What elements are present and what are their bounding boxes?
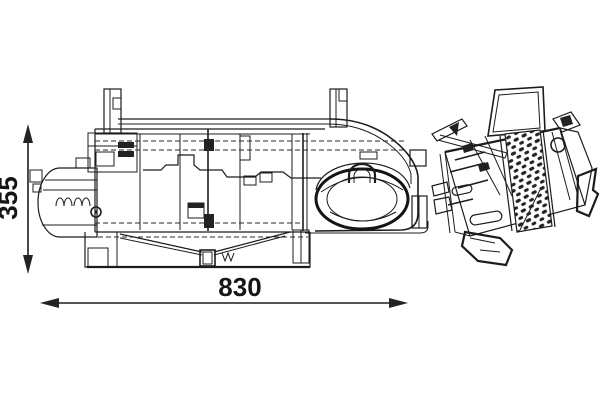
- vertical-dimension: 355: [0, 124, 33, 274]
- side-view: [29, 88, 429, 269]
- upper-right-bracket: [552, 111, 581, 133]
- isometric-view: [431, 86, 600, 267]
- height-dimension-label: 355: [0, 176, 23, 219]
- housing-body: [75, 118, 330, 233]
- arrow-down-icon: [23, 255, 33, 274]
- motor-handle: [347, 162, 377, 183]
- mounting-tab-top-left: [103, 88, 122, 134]
- width-dimension-label: 830: [218, 272, 261, 302]
- arrow-up-icon: [23, 124, 33, 143]
- left-tabs: [431, 181, 453, 215]
- horizontal-dimension: 830: [40, 272, 408, 308]
- arrow-right-icon: [389, 298, 408, 308]
- iso-detail-lines: [447, 135, 566, 231]
- part-mark: [221, 251, 235, 263]
- bottom-tray: [84, 231, 311, 269]
- heat-exchanger-core: [499, 129, 556, 233]
- pivot-hole: [550, 137, 566, 153]
- left-end-tank: [29, 167, 102, 238]
- drain-outlet: [199, 249, 216, 267]
- right-bracket: [575, 167, 600, 218]
- hidden-lines: [90, 140, 405, 238]
- bottom-boot: [460, 230, 514, 267]
- mounting-tab-top-middle: [329, 88, 348, 128]
- arrow-left-icon: [40, 298, 59, 308]
- intake-frame: [487, 86, 546, 137]
- blower-housing: [292, 118, 429, 264]
- upper-left-bracket: [431, 118, 508, 159]
